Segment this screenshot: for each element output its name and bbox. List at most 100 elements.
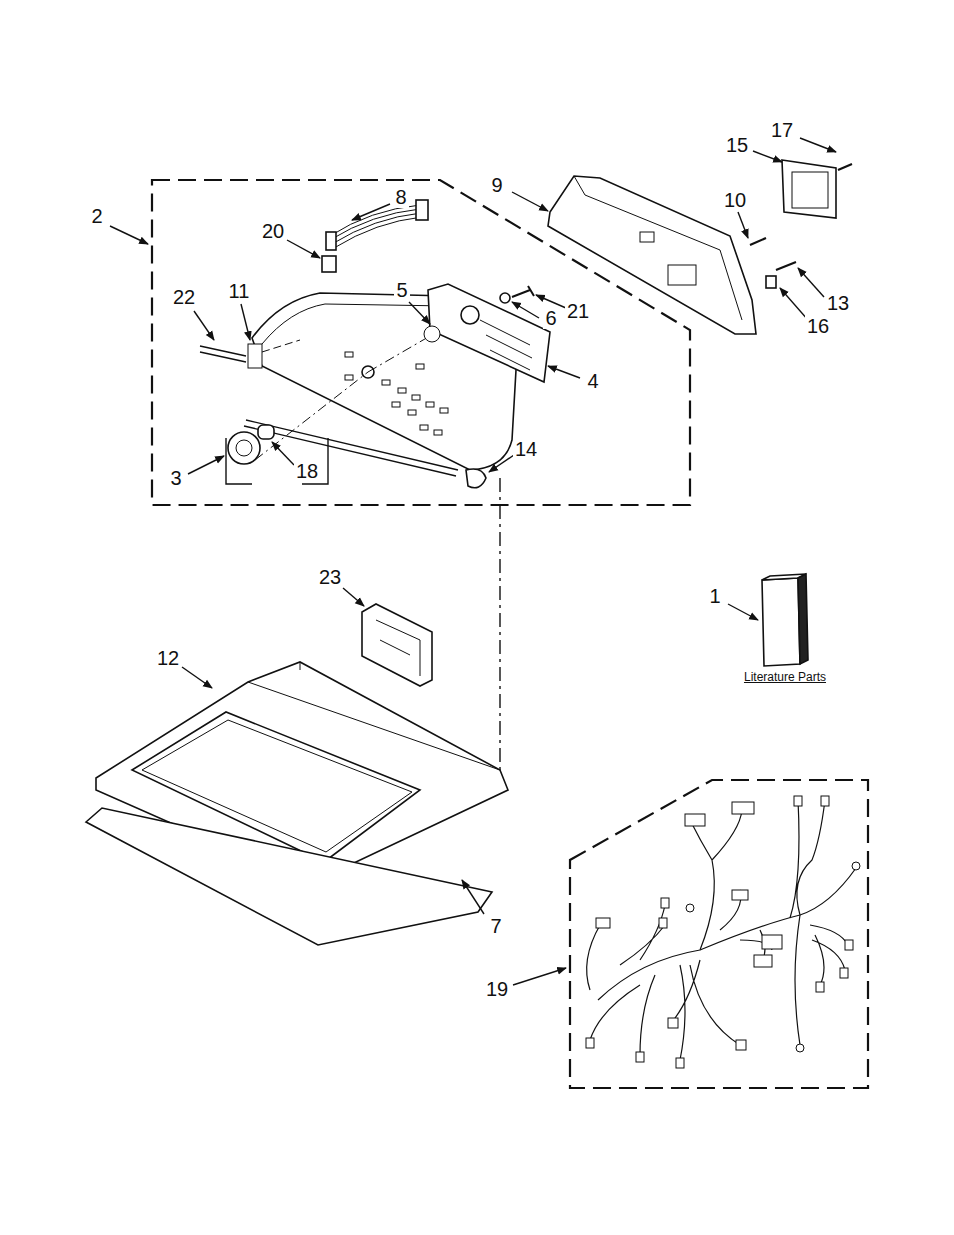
callout-number: 8 [393, 186, 408, 208]
illustration-part [461, 306, 479, 324]
callout-number: 9 [489, 174, 504, 196]
illustration-part [596, 918, 610, 928]
illustration-part [780, 288, 808, 320]
illustration-part [412, 395, 420, 400]
illustration-part [489, 455, 514, 472]
illustration-part [661, 898, 669, 908]
callout-number: 19 [484, 978, 510, 1000]
illustration-part [800, 138, 836, 152]
illustration-part [762, 935, 782, 949]
illustration-part [840, 968, 848, 978]
illustration-part [512, 286, 534, 297]
illustration-part [732, 890, 748, 900]
illustration-part [782, 160, 836, 218]
illustration-part [845, 940, 853, 950]
illustration-part [728, 604, 758, 620]
illustration-part [382, 380, 390, 385]
illustration-part [668, 265, 696, 285]
illustration-part [398, 388, 406, 393]
illustration-part [228, 432, 260, 464]
illustration-part [816, 982, 824, 992]
illustration-part [428, 284, 550, 382]
illustration-part [753, 151, 782, 162]
illustration-part [262, 340, 300, 352]
illustration-part [587, 800, 856, 1060]
illustration-part [794, 796, 802, 806]
illustration-part [368, 336, 430, 372]
illustration-part [852, 862, 860, 870]
illustration-part [326, 232, 336, 250]
callout-number: 22 [171, 286, 197, 308]
illustration-part [792, 172, 828, 208]
illustration-part [226, 438, 328, 484]
callout-number: 23 [317, 566, 343, 588]
illustration-part [287, 240, 320, 258]
illustration-part [795, 915, 848, 1045]
callout-number: 6 [543, 307, 558, 329]
illustration-part [345, 352, 353, 357]
illustration-part [236, 440, 252, 456]
illustration-part [86, 138, 868, 1088]
illustration-part [252, 293, 518, 470]
callout-number: 21 [565, 300, 591, 322]
illustration-part [762, 578, 800, 666]
illustration-part [241, 304, 250, 340]
illustration-part [512, 302, 539, 318]
callout-number: 10 [722, 189, 748, 211]
callout-number: 15 [724, 134, 750, 156]
callout-number: 16 [805, 315, 831, 337]
illustration-part [194, 311, 214, 340]
callout-number: 5 [394, 279, 409, 301]
illustration-part [420, 425, 428, 430]
illustration-part [409, 302, 430, 324]
illustration-part [110, 138, 836, 985]
illustration-part [690, 810, 742, 950]
illustration-part [462, 880, 484, 914]
illustration-part [796, 1044, 804, 1052]
illustration-part [640, 232, 654, 242]
callout-number: 14 [513, 438, 539, 460]
illustration-part [258, 425, 274, 439]
illustration-part [248, 662, 500, 770]
illustration-part [376, 620, 420, 676]
illustration-part [343, 588, 364, 606]
illustration-part [362, 604, 432, 686]
illustration-part [548, 366, 580, 378]
illustration-part [686, 904, 694, 912]
illustration-part [500, 293, 510, 303]
illustration-part [424, 326, 440, 342]
illustration-part [322, 256, 336, 272]
callout-number: 12 [155, 647, 181, 669]
illustration-part [272, 442, 294, 465]
illustration-part [182, 667, 212, 688]
illustration-part [440, 408, 448, 413]
illustration-part [750, 164, 852, 270]
illustration-part [798, 574, 808, 664]
callout-number: 13 [825, 292, 851, 314]
illustration-part [659, 918, 667, 928]
illustration-part [188, 456, 224, 474]
callout-number: 2 [89, 205, 104, 227]
illustration-part [416, 200, 428, 220]
illustration-part [512, 192, 548, 211]
illustration-part [345, 352, 448, 435]
illustration-part [574, 176, 742, 320]
illustration-part [570, 780, 868, 1088]
illustration-part [586, 1038, 594, 1048]
illustration-part [685, 814, 705, 826]
illustration-part [499, 478, 500, 775]
callout-number: 7 [488, 915, 503, 937]
illustration-part [790, 800, 825, 918]
illustration-part [255, 372, 368, 460]
illustration-part [426, 402, 434, 407]
illustration-part [798, 268, 824, 297]
illustration-part [598, 868, 856, 1000]
illustration-part [330, 205, 422, 248]
illustration-part [392, 402, 400, 407]
illustration-part [248, 344, 262, 368]
illustration-part [480, 320, 532, 370]
callout-number: 4 [585, 370, 600, 392]
illustration-part [587, 905, 665, 990]
